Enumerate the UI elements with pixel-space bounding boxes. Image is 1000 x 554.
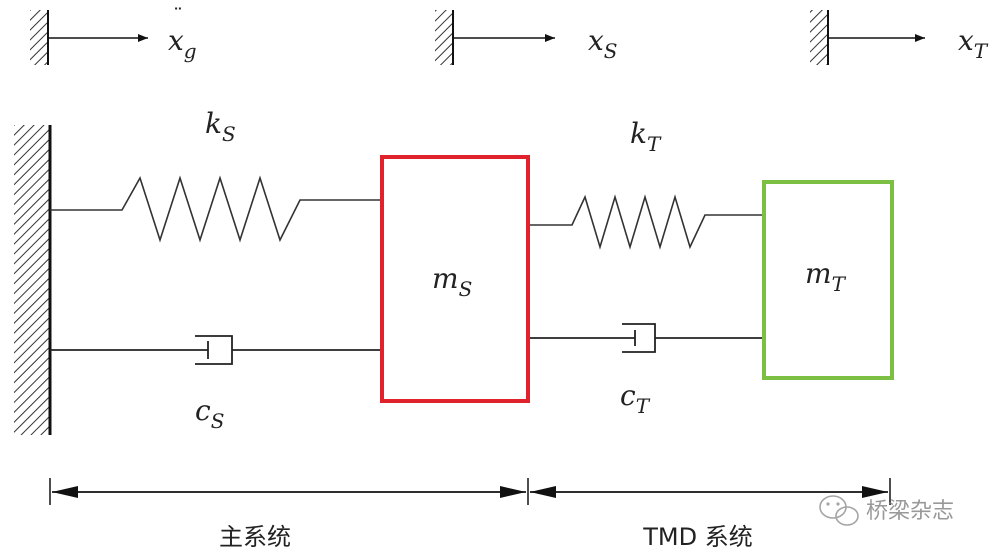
ground-wall (14, 125, 52, 435)
mass-main-label: mS (432, 262, 472, 301)
watermark-text: 桥梁杂志 (866, 499, 954, 524)
range-tmd-arrow-left (530, 486, 556, 498)
mass-tmd-label: mT (805, 257, 847, 296)
range-tmd-arrow-right (862, 486, 888, 498)
double-dot-mark: ¨ (173, 4, 183, 28)
range-main-arrow-left (52, 486, 78, 498)
spring-main (50, 175, 380, 243)
ref-frame-main: xS (435, 10, 618, 65)
ref-frame-tmd: xT (810, 10, 989, 65)
mass-tmd (762, 180, 894, 380)
range-tmd-label: TMD 系统 (642, 523, 752, 551)
ground-accel-label: xg (168, 24, 197, 63)
spring-tmd (530, 194, 762, 250)
spring-tmd-label: kT (630, 117, 662, 156)
main-disp-label: xS (588, 24, 618, 63)
damper-tmd (530, 323, 762, 353)
range-main-arrow-right (500, 486, 526, 498)
damper-tmd-label: cT (620, 379, 651, 418)
damper-main (50, 335, 382, 365)
watermark: 桥梁杂志 (819, 495, 954, 526)
range-dimension (49, 478, 891, 505)
mass-main (380, 155, 530, 403)
wechat-icon (819, 495, 859, 526)
range-main-label: 主系统 (219, 523, 291, 551)
ref-frame-ground: xg ¨ (30, 4, 197, 65)
damper-main-label: cS (195, 394, 224, 433)
tmd-disp-label: xT (958, 24, 989, 63)
spring-main-label: kS (205, 107, 236, 146)
